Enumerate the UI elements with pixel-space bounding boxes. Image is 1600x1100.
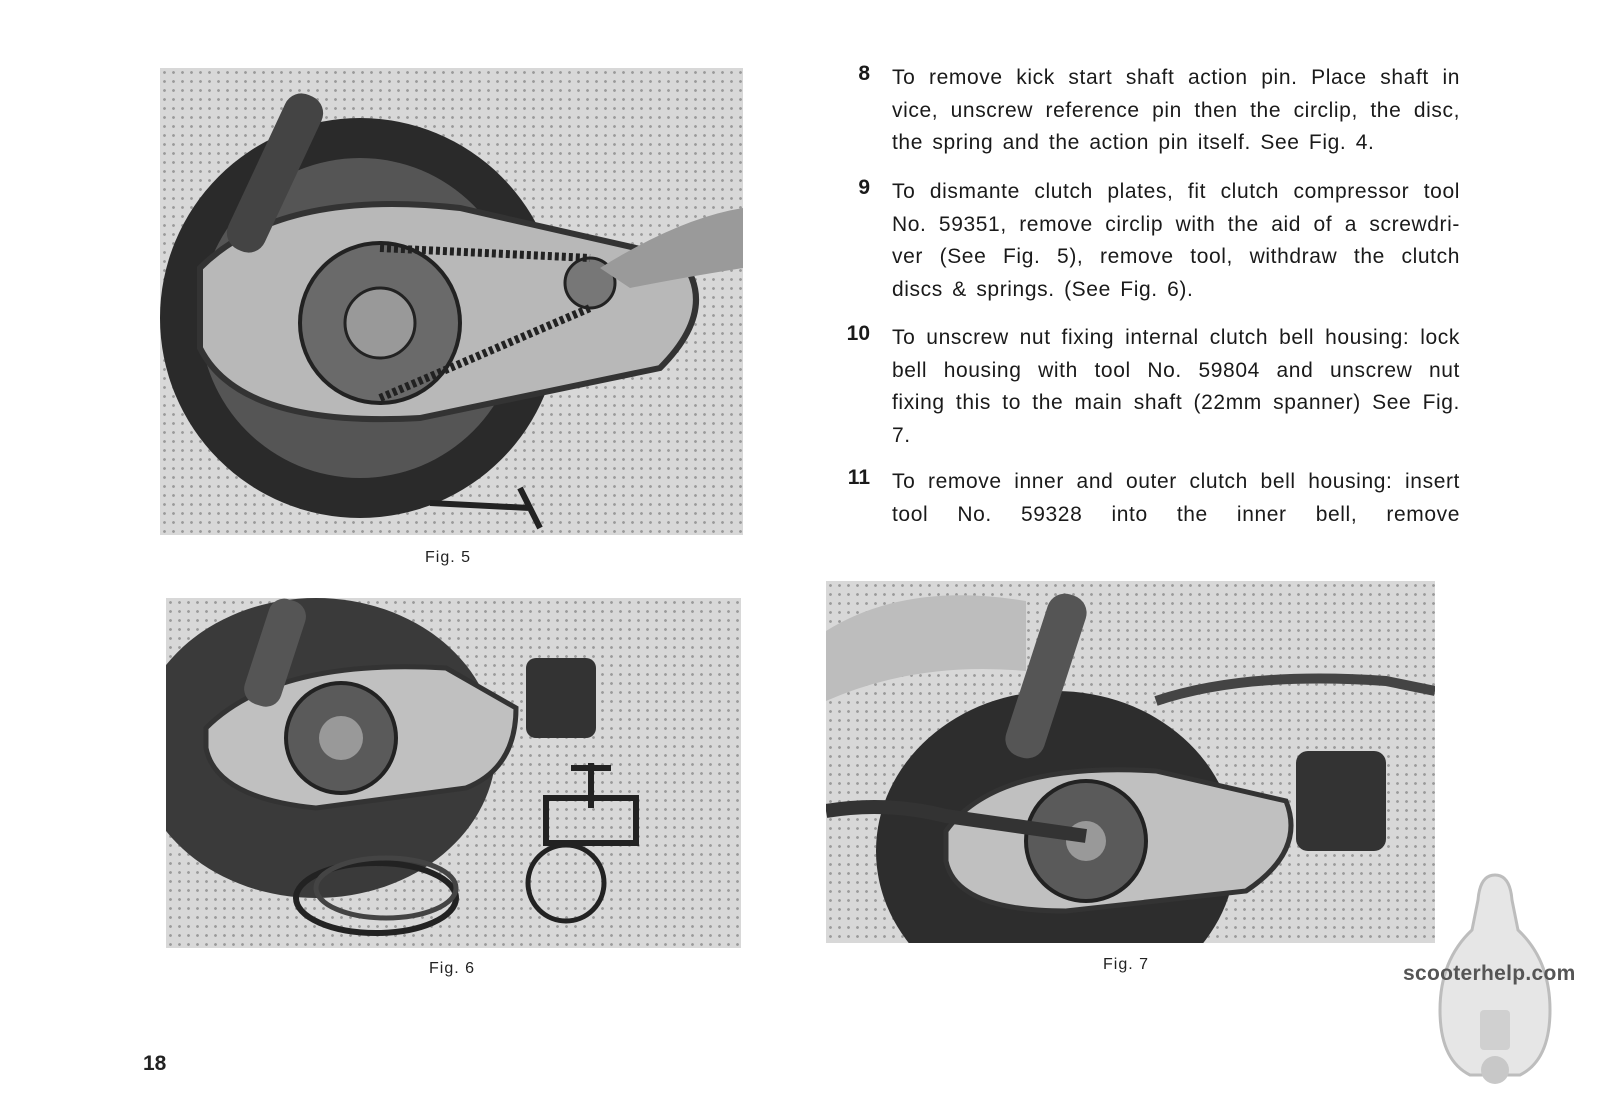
step-8: 8 To remove kick start shaft action pin.… bbox=[830, 62, 1470, 162]
figure-6-illustration bbox=[166, 598, 639, 936]
figure-7-illustration bbox=[826, 593, 1435, 943]
scooter-logo-icon bbox=[1438, 873, 1552, 1084]
step-text: To remove kick start shaft action pin. P… bbox=[892, 66, 1460, 154]
watermark-text: scooterhelp.com bbox=[1403, 962, 1576, 985]
step-text: To remove inner and outer clutch bell ho… bbox=[892, 470, 1460, 526]
step-11: 11 To remove inner and outer clutch bell… bbox=[830, 466, 1470, 536]
figure-6-photo bbox=[166, 598, 741, 948]
figure-5-caption: Fig. 5 bbox=[425, 549, 472, 566]
step-text: To dismante clutch plates, fit clutch co… bbox=[892, 180, 1460, 301]
step-number: 9 bbox=[858, 176, 870, 199]
page-number: 18 bbox=[143, 1052, 167, 1075]
figure-5-photo bbox=[160, 68, 743, 535]
step-number: 8 bbox=[858, 62, 870, 85]
figure-5-illustration bbox=[160, 93, 743, 530]
step-number: 11 bbox=[847, 466, 870, 489]
step-10: 10 To unscrew nut fixing internal clutch… bbox=[830, 322, 1470, 452]
step-9: 9 To dismante clutch plates, fit clutch … bbox=[830, 176, 1470, 306]
step-number: 10 bbox=[846, 322, 870, 345]
figure-7-photo bbox=[826, 581, 1435, 943]
step-text: To unscrew nut fixing internal clutch be… bbox=[892, 326, 1460, 447]
figure-7-caption: Fig. 7 bbox=[1103, 956, 1150, 973]
figure-6-caption: Fig. 6 bbox=[429, 960, 476, 977]
